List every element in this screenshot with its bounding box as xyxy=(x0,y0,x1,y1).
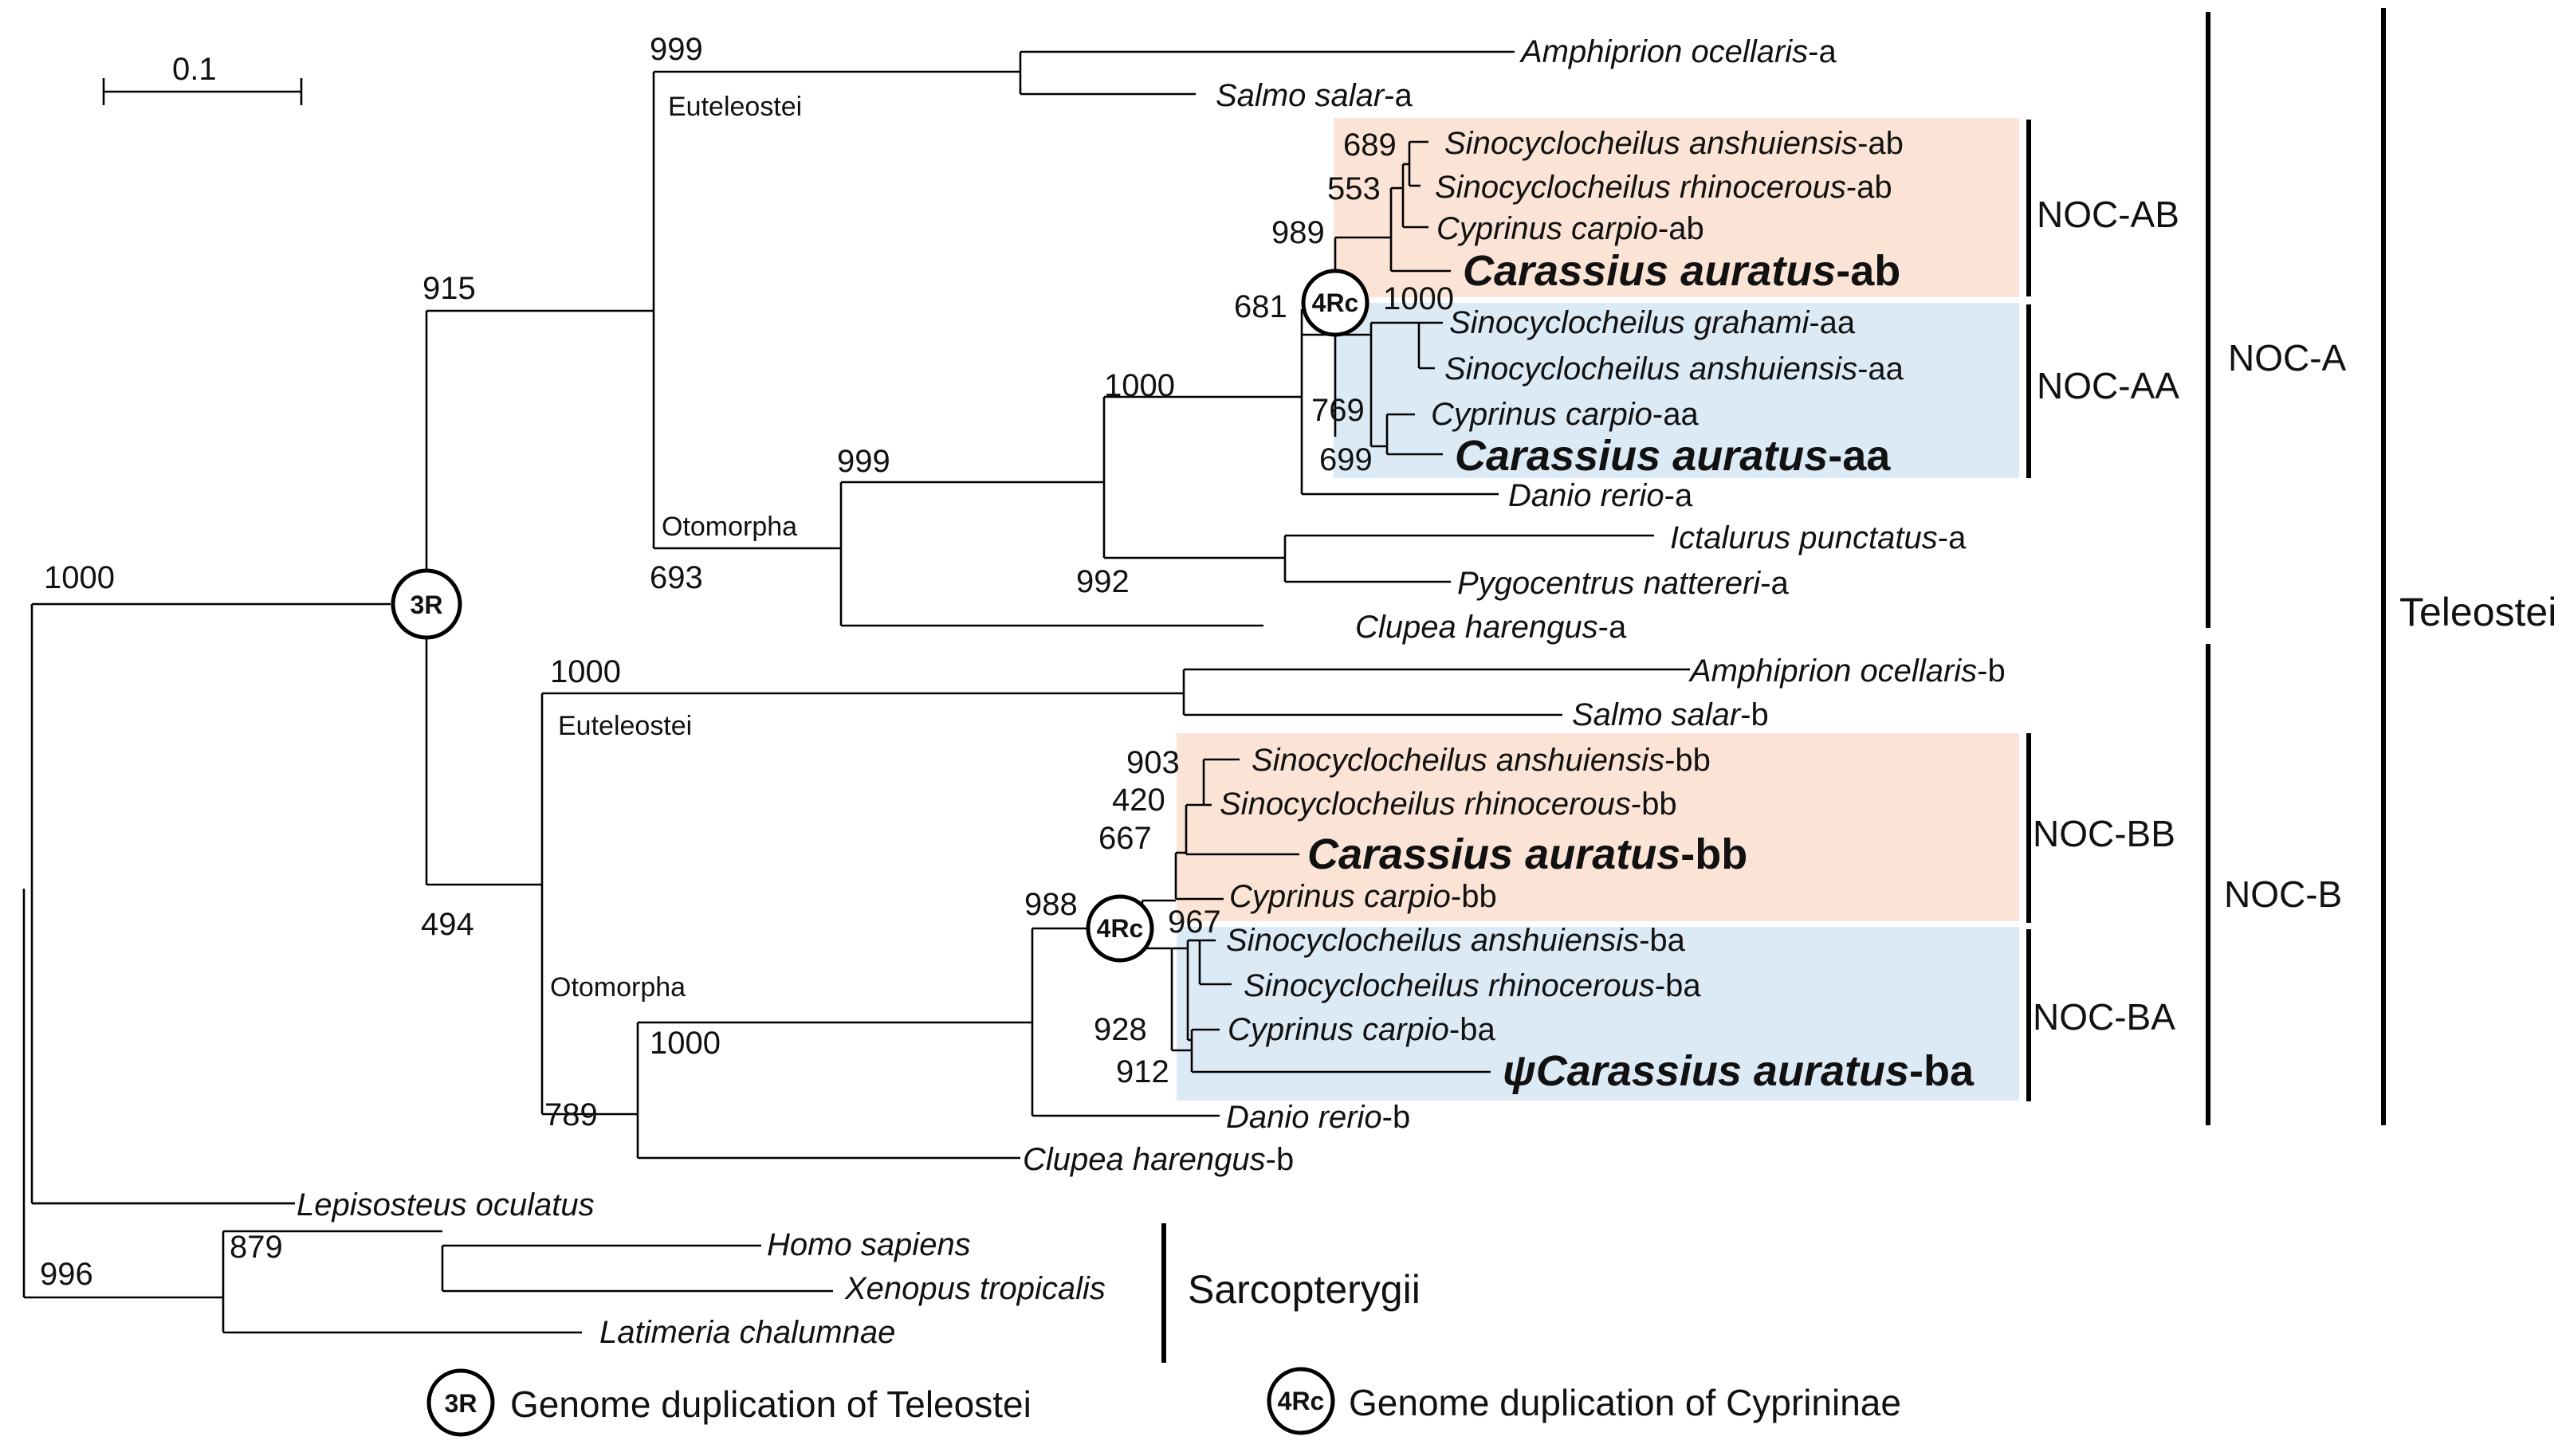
tip-cyprinus-aa: Cyprinus carpio-aa xyxy=(1431,397,1699,432)
bootstrap-aa: 1000 xyxy=(1383,281,1454,316)
tip-lepisosteus: Lepisosteus oculatus xyxy=(297,1187,595,1222)
tip-cyprinus-ba: Cyprinus carpio-ba xyxy=(1228,1012,1495,1047)
bootstrap-ab-689: 689 xyxy=(1343,128,1397,163)
euteleostei-a-label: Euteleostei xyxy=(668,92,802,122)
bootstrap-eut-b: 1000 xyxy=(550,654,621,689)
bootstrap-ba-928: 928 xyxy=(1094,1012,1147,1047)
bootstrap-sarco-inner: 879 xyxy=(230,1230,283,1265)
scale-bar: 0.1 xyxy=(102,52,303,105)
tip-carassius-bb: Carassius auratus-bb xyxy=(1307,830,1747,878)
tip-amphiprion-a: Amphiprion ocellaris-a xyxy=(1519,34,1837,69)
bootstrap-ba: 967 xyxy=(1168,905,1221,940)
tip-sino-grahami-aa: Sinocyclocheilus grahami-aa xyxy=(1449,305,1856,340)
tip-sino-rhinocerous-bb: Sinocyclocheilus rhinocerous-bb xyxy=(1220,787,1677,822)
bootstrap-ab: 989 xyxy=(1271,215,1325,250)
tip-sino-rhinocerous-ba: Sinocyclocheilus rhinocerous-ba xyxy=(1244,968,1701,1003)
noc-ab-shade xyxy=(1334,118,2019,297)
bootstrap-bb-420: 420 xyxy=(1112,783,1165,818)
bootstrap-oto-b-inner: 1000 xyxy=(650,1026,721,1061)
svg-text:4Rc: 4Rc xyxy=(1312,288,1359,317)
tip-salmo-a: Salmo salar-a xyxy=(1216,78,1413,113)
bootstrap-aa-699: 699 xyxy=(1319,442,1373,477)
legend-4rc-text: Genome duplication of Cyprininae xyxy=(1349,1382,1901,1423)
bootstrap-cyp-a: 1000 xyxy=(1104,368,1175,403)
legend-4rc: 4Rc Genome duplication of Cyprininae xyxy=(1267,1367,1901,1435)
bootstrap-sarco-outer: 996 xyxy=(40,1257,93,1292)
bootstrap-ba-912: 912 xyxy=(1116,1054,1169,1089)
bootstrap-bb-903: 903 xyxy=(1126,745,1180,780)
clade-noc-ba: NOC-BA xyxy=(2033,996,2175,1038)
tip-xenopus: Xenopus tropicalis xyxy=(844,1271,1106,1306)
clade-noc-bb: NOC-BB xyxy=(2033,813,2175,854)
tip-salmo-b: Salmo salar-b xyxy=(1572,697,1769,732)
node-4rc-a: 4Rc xyxy=(1301,269,1369,337)
bootstrap-dup-a: 681 xyxy=(1234,289,1287,324)
clade-noc-aa: NOC-AA xyxy=(2037,365,2179,406)
tip-danio-a: Danio rerio-a xyxy=(1508,478,1693,513)
legend-3r: 3R Genome duplication of Teleostei xyxy=(426,1368,1032,1437)
tip-carassius-ba: ψCarassius auratus-ba xyxy=(1503,1047,1975,1095)
bootstrap-values: 1000 915 999 693 999 1000 989 689 553 68… xyxy=(40,32,1454,1292)
svg-text:4Rc: 4Rc xyxy=(1097,914,1144,943)
bootstrap-oto-b: 789 xyxy=(544,1097,598,1132)
svg-text:3R: 3R xyxy=(445,1389,477,1418)
otomorpha-b-label: Otomorpha xyxy=(550,972,686,1003)
noc-aa-shade xyxy=(1334,303,2019,478)
node-3r: 3R xyxy=(391,568,462,640)
tip-carassius-ab: Carassius auratus-ab xyxy=(1463,247,1900,295)
noc-bb-shade xyxy=(1177,733,2019,921)
svg-text:3R: 3R xyxy=(411,591,443,619)
bootstrap-bb-667: 667 xyxy=(1098,821,1152,856)
bootstrap-eut-a: 999 xyxy=(650,32,703,67)
tip-sino-rhinocerous-ab: Sinocyclocheilus rhinocerous-ab xyxy=(1435,170,1892,205)
node-4rc-b: 4Rc xyxy=(1086,894,1154,963)
tip-latimeria: Latimeria chalumnae xyxy=(599,1315,895,1350)
bootstrap-cyp-b: 988 xyxy=(1024,887,1078,922)
group-labels: Euteleostei Otomorpha Euteleostei Otomor… xyxy=(550,92,802,1003)
clade-sarcopterygii: Sarcopterygii xyxy=(1188,1267,1421,1312)
legend: 3R Genome duplication of Teleostei 4Rc G… xyxy=(426,1367,1901,1437)
clade-noc-a: NOC-A xyxy=(2228,337,2347,379)
bootstrap-teleost-b: 494 xyxy=(421,907,474,942)
tip-cyprinus-bb: Cyprinus carpio-bb xyxy=(1229,879,1497,914)
tip-cyprinus-ab: Cyprinus carpio-ab xyxy=(1436,211,1704,246)
clade-noc-b: NOC-B xyxy=(2224,873,2342,915)
tip-pygocentrus-a: Pygocentrus nattereri-a xyxy=(1457,566,1790,601)
bootstrap-ab-553: 553 xyxy=(1327,171,1381,206)
tip-ictalurus-a: Ictalurus punctatus-a xyxy=(1670,520,1967,555)
tip-danio-b: Danio rerio-b xyxy=(1226,1100,1410,1135)
tip-carassius-aa: Carassius auratus-aa xyxy=(1455,432,1891,480)
tip-amphiprion-b: Amphiprion ocellaris-b xyxy=(1688,653,2006,689)
clade-teleostei: Teleostei xyxy=(2399,590,2556,634)
bootstrap-aa-769: 769 xyxy=(1311,393,1365,428)
tip-sino-anshuiensis-ba: Sinocyclocheilus anshuiensis-ba xyxy=(1226,923,1686,958)
tip-sino-anshuiensis-ab: Sinocyclocheilus anshuiensis-ab xyxy=(1444,126,1904,161)
tip-sino-anshuiensis-aa: Sinocyclocheilus anshuiensis-aa xyxy=(1444,351,1904,387)
euteleostei-b-label: Euteleostei xyxy=(558,711,692,741)
svg-text:4Rc: 4Rc xyxy=(1278,1387,1325,1415)
bootstrap-oto-a-inner: 999 xyxy=(837,444,890,479)
bootstrap-teleost-a: 915 xyxy=(422,271,476,306)
tip-labels: Amphiprion ocellaris-a Salmo salar-a Sin… xyxy=(297,34,2006,1350)
scale-bar-label: 0.1 xyxy=(172,52,217,87)
tip-clupea-a: Clupea harengus-a xyxy=(1355,610,1627,645)
otomorpha-a-label: Otomorpha xyxy=(662,512,797,542)
clade-noc-ab: NOC-AB xyxy=(2037,194,2179,235)
clade-annotations: NOC-AB NOC-AA NOC-BB NOC-BA NOC-A NOC-B … xyxy=(1161,8,2556,1363)
bootstrap-root: 1000 xyxy=(44,560,115,595)
tip-sino-anshuiensis-bb: Sinocyclocheilus anshuiensis-bb xyxy=(1252,743,1711,778)
tip-homo: Homo sapiens xyxy=(767,1227,971,1262)
legend-3r-text: Genome duplication of Teleostei xyxy=(510,1383,1032,1425)
tip-clupea-b: Clupea harengus-b xyxy=(1023,1142,1294,1177)
bootstrap-ict-pygo: 992 xyxy=(1076,564,1130,599)
bootstrap-oto-a: 693 xyxy=(650,560,703,595)
